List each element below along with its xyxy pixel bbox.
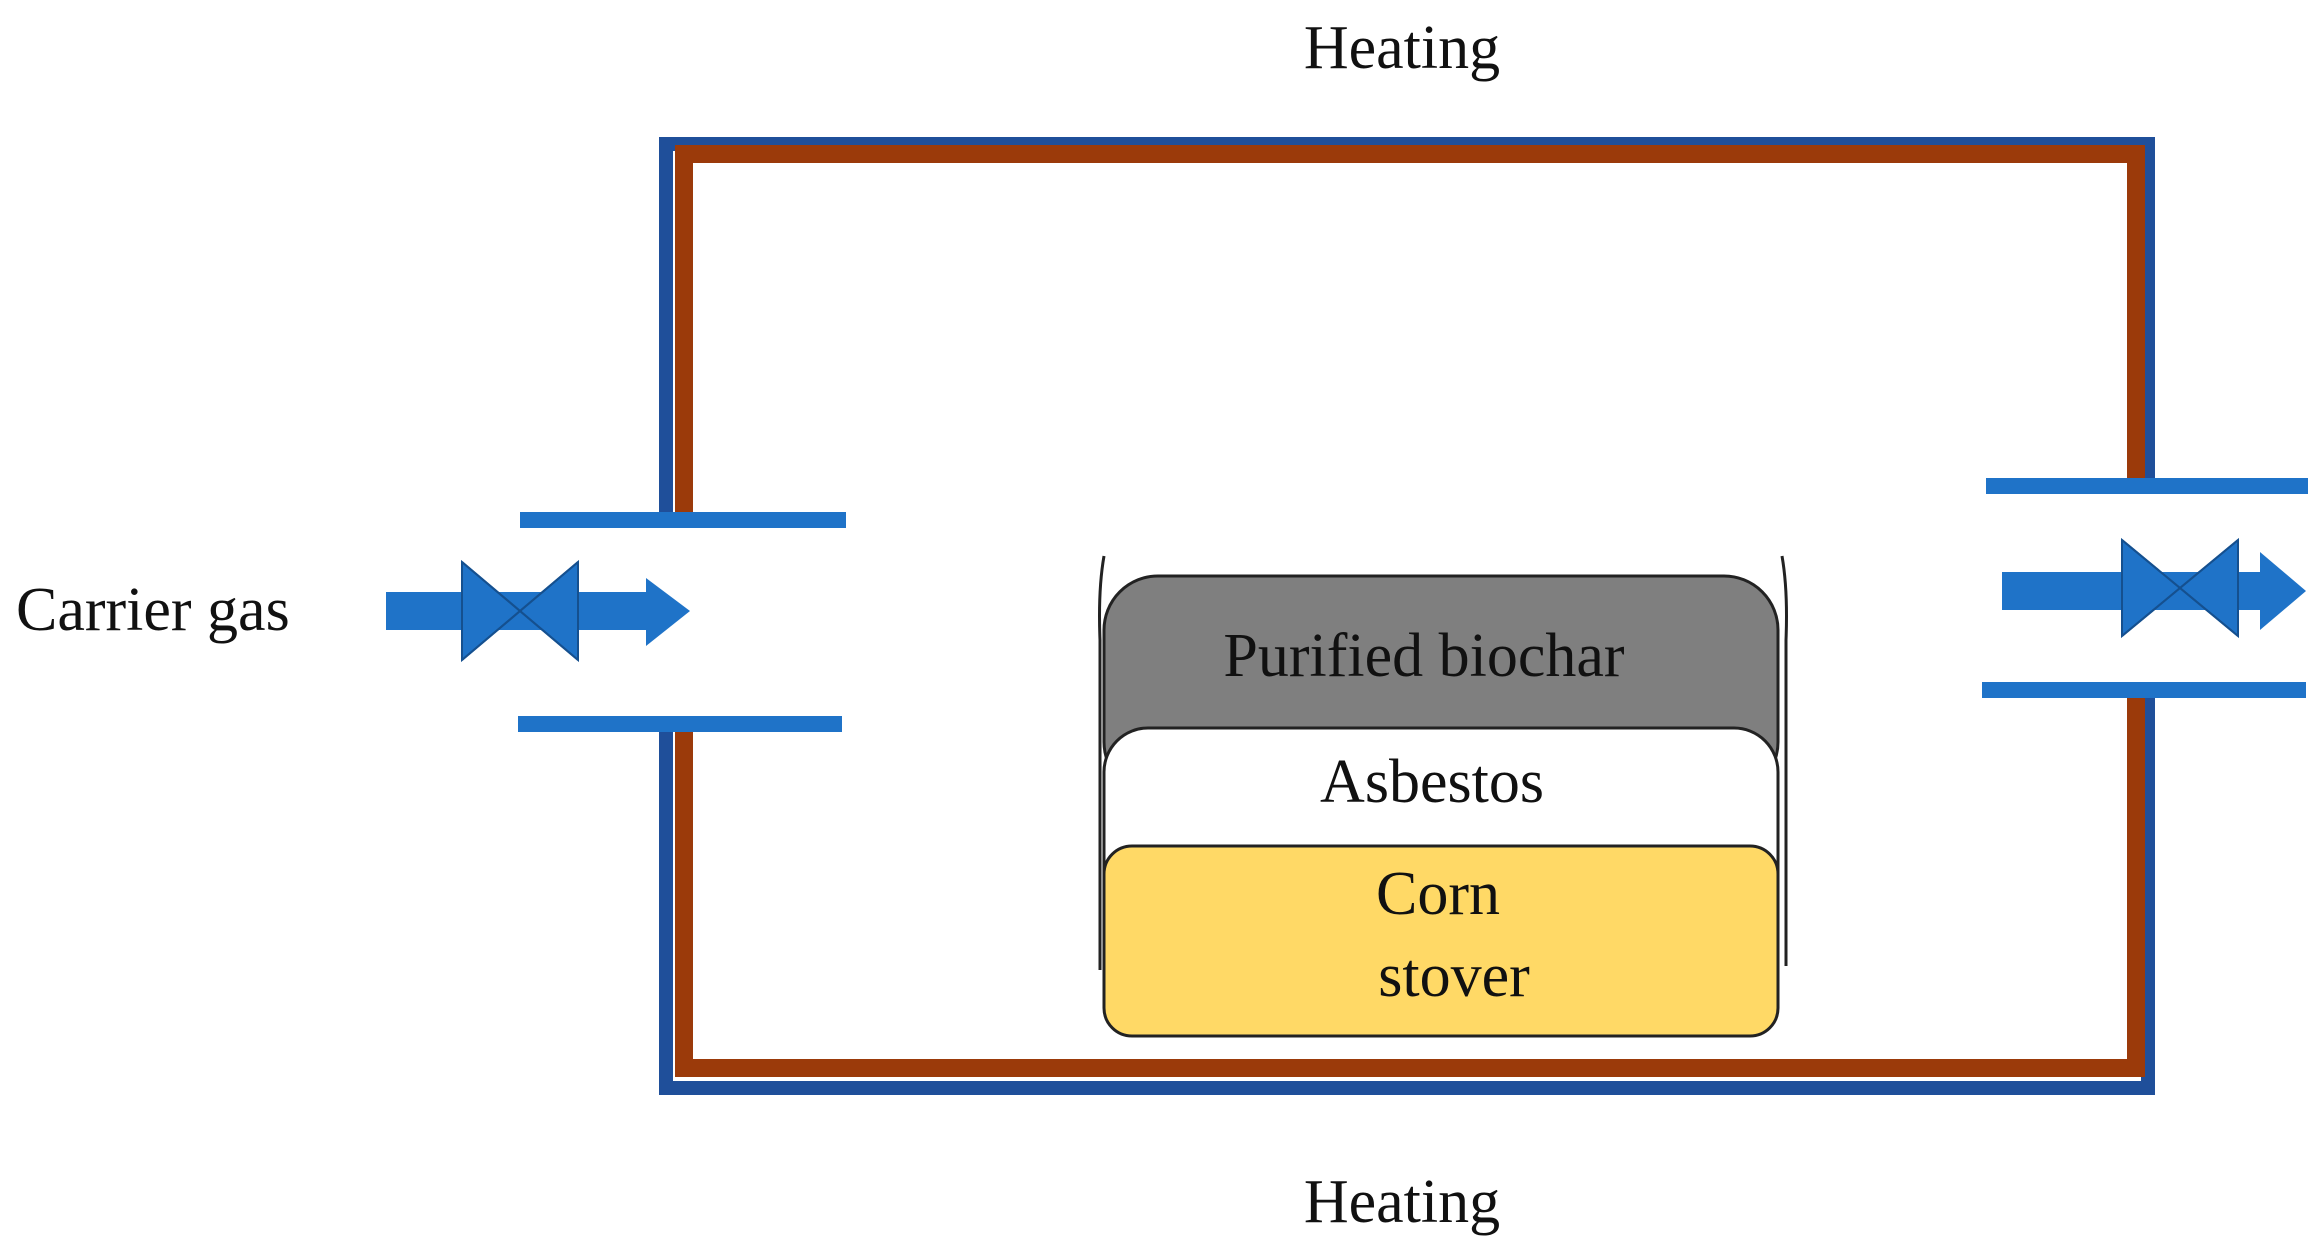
inlet-pipe-bottom <box>518 716 842 732</box>
heating-top-label: Heating <box>1304 14 1500 82</box>
inlet-valve-cross-2 <box>461 561 579 661</box>
asbestos-label: Asbestos <box>1320 748 1544 816</box>
outlet-pipe-top <box>1986 478 2308 494</box>
corn-stover-label-line1: Corn <box>1376 860 1500 928</box>
outlet-valve-cross-2 <box>2121 539 2239 637</box>
outlet-pipe <box>1982 478 2308 698</box>
carrier-gas-label: Carrier gas <box>16 576 290 644</box>
inlet-valve-right-triangle <box>518 559 579 663</box>
inlet-arrow-head <box>646 578 690 646</box>
heating-bottom-label: Heating <box>1304 1168 1500 1236</box>
outlet-pipe-bottom <box>1982 682 2306 698</box>
corn-stover-layer <box>1102 844 1780 1038</box>
inlet-valve-arrow <box>386 559 690 663</box>
crucible-left-wall <box>1098 555 1106 970</box>
inlet-pipe-top <box>520 512 846 528</box>
inlet-pipe <box>518 512 846 732</box>
crucible-right-wall <box>1780 555 1788 966</box>
outlet-valve-right-triangle <box>2178 537 2239 639</box>
biochar-label: Purified biochar <box>1223 622 1625 690</box>
crucible: Purified biochar Asbestos Corn stover <box>1098 555 1788 1038</box>
outlet-arrow-head <box>2260 552 2306 630</box>
outlet-valve-arrow <box>2002 537 2306 639</box>
inlet-valve-left-triangle <box>461 559 522 663</box>
corn-stover-label-line2: stover <box>1378 942 1530 1010</box>
